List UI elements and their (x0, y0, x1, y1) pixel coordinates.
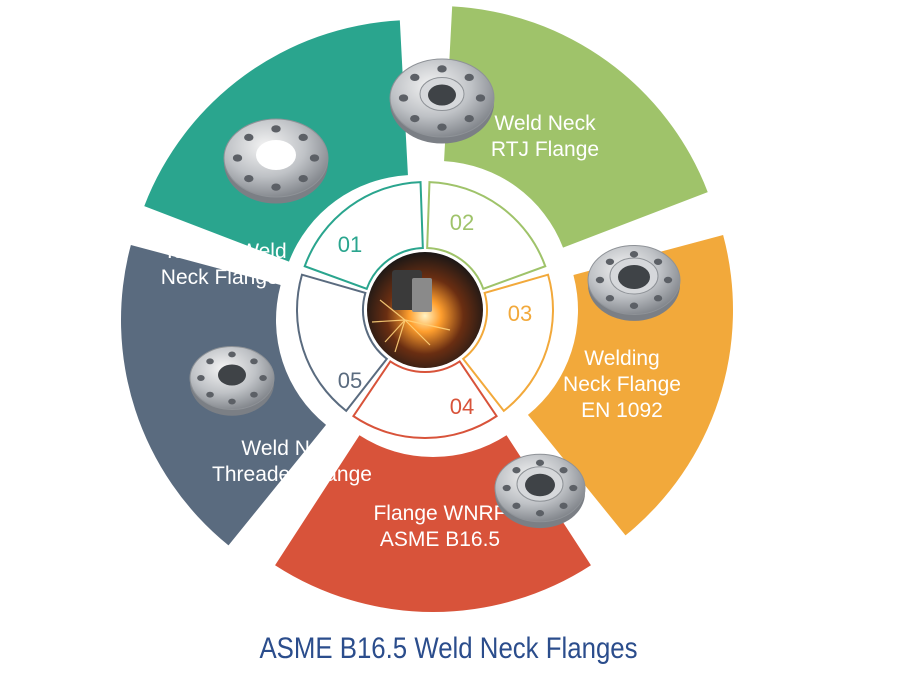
segment-label-line: Table E Weld (163, 240, 286, 263)
inner-segment-03 (461, 273, 554, 413)
rtj-flange-icon (389, 58, 495, 144)
inner-segment-04 (352, 360, 498, 439)
segment-label-line: Neck Flanges (161, 266, 289, 289)
inner-segment-05 (296, 273, 389, 413)
inner-segment-02 (426, 181, 547, 291)
segment-number-05: 05 (338, 368, 362, 393)
segment-label-line: ASME B16.5 (380, 528, 500, 551)
threaded-flange-icon (189, 346, 275, 416)
wnrf-flange-icon (494, 453, 586, 529)
segment-label-line: Weld Neck (241, 437, 343, 460)
segment-03 (527, 234, 733, 536)
segment-label-04: Flange WNRF ASME B16.5 (373, 502, 506, 551)
inner-segment-01 (303, 181, 424, 291)
segment-label-line: RTJ Flange (491, 138, 599, 161)
segment-label-line: Flange WNRF (373, 502, 506, 525)
segment-number-03: 03 (508, 301, 532, 326)
segment-label-line: EN 1092 (581, 399, 663, 422)
diagram-caption: ASME B16.5 Weld Neck Flanges (259, 632, 638, 665)
segment-label-line: Weld Neck (494, 112, 596, 135)
slip-on-flange-icon (223, 118, 329, 204)
weld-neck-flange-icon (587, 245, 681, 321)
segment-number-01: 01 (338, 232, 362, 257)
segment-label-line: Threaded Flange (212, 463, 372, 486)
segment-number-02: 02 (450, 210, 474, 235)
segment-label-line: Neck Flange (563, 373, 681, 396)
segment-02 (444, 6, 708, 248)
segment-label-line: Welding (584, 347, 660, 370)
segment-number-04: 04 (450, 394, 474, 419)
welding-sparks-icon (367, 252, 483, 368)
